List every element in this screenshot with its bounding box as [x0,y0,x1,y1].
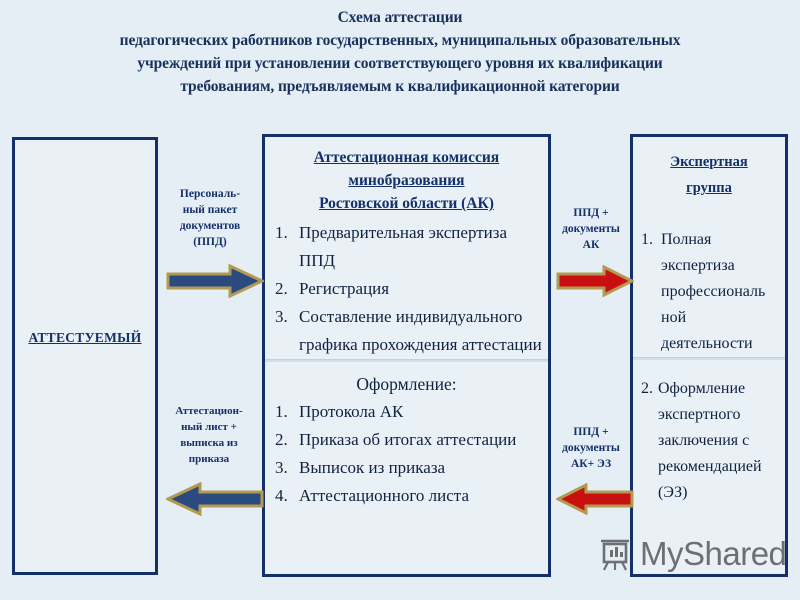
arrow-right-to-expert-group-icon [556,265,634,297]
list-item: 3. Выписок из приказа [275,454,542,482]
list-item-label: Полная экспертиза профессиональ ной деят… [661,231,766,352]
arrow-label-line: АК+ ЭЗ [570,458,612,470]
arrow-label-line: ППД + [573,426,609,438]
expert-group-heading: Экспертная группа [633,137,785,201]
expert-group-top-section: Экспертная группа 1. Полная экспертиза п… [633,137,785,357]
title-line-2: педагогических работников государственны… [119,32,681,49]
list-item-number: 1. [275,223,288,242]
list-item: 1. Протокола АК [275,398,542,426]
expert-group-heading-line-2: группа [686,180,732,196]
expert-group-bottom-section: 2. Оформление экспертного заключения с р… [633,360,785,506]
commission-section-divider [265,359,548,362]
list-item: 2. Оформление экспертного заключения с р… [641,376,781,506]
arrow-label-line: Аттестацион- [175,405,243,417]
list-item-number: 3. [275,458,288,477]
list-item-label: Составление индивидуального графика прох… [299,307,542,354]
list-item-label: Протокола АК [299,402,404,421]
list-item-label: Выписок из приказа [299,458,446,477]
arrow-left-to-candidate-icon [166,482,264,516]
arrow-label-attestation-sheet: Аттестацион- ный лист + выписка из прика… [155,403,263,467]
page-title: Схема аттестации педагогических работник… [0,6,800,98]
arrow-label-ppd-plus-commission-docs-plus-ez: ППД + документы АК+ ЭЗ [552,424,630,472]
list-item-label: Предварительная экспертиза ППД [299,223,508,270]
expert-group-heading-line-1: Экспертная [670,154,748,170]
arrow-label-line: ный лист + [181,421,237,433]
commission-task-list: 1. Предварительная экспертиза ППД 2. Рег… [265,215,548,359]
list-item: 3. Составление индивидуального графика п… [275,303,542,359]
list-item: 4. Аттестационного листа [275,482,542,510]
attestation-commission-box: Аттестационная комиссия минобразования Р… [262,134,551,577]
list-item-number: 2. [275,430,288,449]
candidate-box: АТТЕСТУЕМЫЙ [12,137,158,575]
arrow-label-ppd-plus-commission-docs: ППД + документы АК [552,205,630,253]
paperwork-heading: Оформление: [356,374,457,394]
commission-heading-line-3: Ростовской области (АК) [319,195,494,212]
arrow-label-line: ППД + [573,207,609,219]
list-item: 2. Приказа об итогах аттестации [275,426,542,454]
arrow-label-personal-document-package: Персональ- ный пакет документов (ППД) [158,186,262,250]
expert-conclusion-list: 2. Оформление экспертного заключения с р… [633,360,785,506]
arrow-label-line: (ППД) [193,236,227,248]
arrow-label-line: ный пакет [182,204,238,216]
list-item: 1. Предварительная экспертиза ППД [275,219,542,275]
arrow-label-line: Персональ- [179,188,241,200]
commission-heading-line-2: минобразования [348,172,465,189]
candidate-box-label: АТТЕСТУЕМЫЙ [28,330,142,345]
arrow-label-line: документов [179,220,241,232]
list-item-label: Аттестационного листа [299,486,469,505]
list-item-label: Приказа об итогах аттестации [299,430,517,449]
arrow-label-line: выписка из [180,437,238,449]
list-item-label: Оформление экспертного заключения с реко… [658,380,762,501]
title-line-4: требованиям, предъявляемым к квалификаци… [180,78,620,95]
list-item: 2. Регистрация [275,275,542,303]
arrow-right-to-commission-icon [166,264,264,298]
arrow-label-line: документы [562,223,620,235]
arrow-left-from-expert-group-icon [556,483,634,515]
expert-group-section-divider [633,357,785,360]
list-item-number: 3. [275,307,288,326]
commission-heading: Аттестационная комиссия минобразования Р… [265,137,548,215]
list-item-number: 4. [275,486,288,505]
list-item-number: 1. [275,402,288,421]
list-item-label: Регистрация [299,279,390,298]
list-item-number: 2. [275,279,288,298]
list-item-number: 2. [641,380,653,397]
arrow-label-line: АК [582,239,600,251]
list-item: 1. Полная экспертиза профессиональ ной д… [641,227,781,357]
commission-bottom-section: Оформление: 1. Протокола АК 2. Приказа о… [265,362,548,510]
paperwork-list: 1. Протокола АК 2. Приказа об итогах атт… [265,398,548,510]
title-line-1: Схема аттестации [337,9,463,26]
title-line-3: учреждений при установлении соответствую… [137,55,663,72]
commission-top-section: Аттестационная комиссия минобразования Р… [265,137,548,359]
expert-group-task-list: 1. Полная экспертиза профессиональ ной д… [633,201,785,357]
expert-group-box: Экспертная группа 1. Полная экспертиза п… [630,134,788,577]
arrow-label-line: документы [562,442,620,454]
commission-heading-line-1: Аттестационная комиссия [313,149,500,166]
arrow-label-line: приказа [188,453,230,465]
list-item-number: 1. [641,231,653,248]
